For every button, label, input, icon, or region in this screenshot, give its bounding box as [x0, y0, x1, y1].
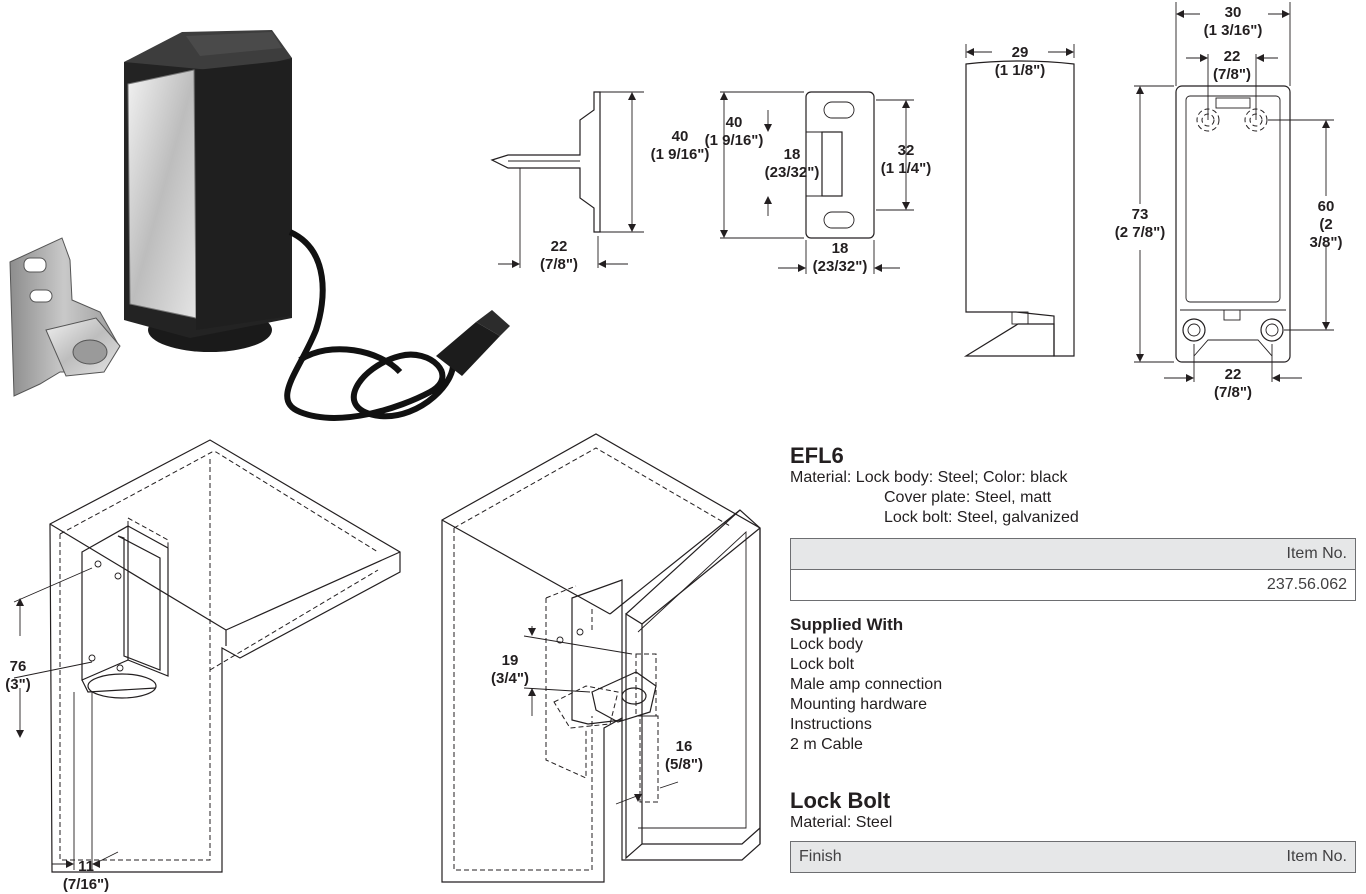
- product-info-panel: EFL6 Material: Lock body: Steel; Color: …: [790, 444, 1360, 873]
- table-header-cell: Item No.: [1036, 841, 1356, 873]
- product-photo: [9, 30, 510, 421]
- dim-door-offset-horizontal: 16(5/8"): [665, 738, 703, 773]
- dim-body-depth: 29(1 1/8"): [994, 44, 1046, 79]
- lock-bolt-photo: [9, 237, 121, 397]
- lock-bolt-table: Finish Item No.: [790, 841, 1356, 873]
- list-item: Instructions: [790, 716, 872, 733]
- table-header-cell: Finish: [790, 841, 1037, 873]
- list-item: Lock bolt: [790, 656, 855, 673]
- table-header-row: Item No.: [790, 538, 1356, 570]
- dim-install-height: 76(3"): [5, 658, 31, 693]
- dim-body-top-holes: 22(7/8"): [1213, 48, 1251, 83]
- bolt-front-view: [720, 91, 914, 274]
- dim-body-hole-spacing: 60(2 3/8"): [1309, 198, 1343, 251]
- list-item: Mounting hardware: [790, 696, 927, 713]
- product-material: Material: Lock body: Steel; Color: black…: [790, 468, 1360, 528]
- material-line: Material: Lock body: Steel; Color: black: [790, 469, 1068, 486]
- dim-body-height: 73(2 7/8"): [1114, 206, 1166, 241]
- table-header-cell: Item No.: [872, 538, 1356, 570]
- dim-bolt-width: 18(23/32"): [812, 240, 868, 275]
- dim-body-width: 30(1 3/16"): [1203, 4, 1263, 39]
- dim-bolt-hole-spacing: 32(1 1/4"): [880, 142, 932, 177]
- dim-bolt-side-depth: 22(7/8"): [540, 238, 578, 273]
- table-header-cell: [790, 538, 873, 570]
- list-item: Male amp connection: [790, 676, 943, 693]
- dim-install-offset: 11(7/16"): [62, 858, 110, 893]
- list-item: Lock body: [790, 636, 863, 653]
- install-view-right: [441, 433, 761, 883]
- product-title: EFL6: [790, 443, 844, 468]
- lock-bolt-title: Lock Bolt: [790, 788, 891, 813]
- supplied-with-title: Supplied With: [790, 615, 904, 634]
- cable-photo: [284, 229, 510, 421]
- product-table: Item No. 237.56.062: [790, 538, 1356, 601]
- table-header-row: Finish Item No.: [790, 841, 1356, 873]
- list-item: 2 m Cable: [790, 736, 863, 753]
- lock-body-photo: [124, 30, 292, 352]
- dim-bolt-slot: 18(23/32"): [764, 146, 820, 181]
- material-line: Cover plate: Steel, matt: [884, 489, 1052, 506]
- dim-bolt-side-height: 40(1 9/16"): [650, 128, 710, 163]
- dim-body-bottom-holes: 22(7/8"): [1214, 366, 1252, 401]
- dim-bolt-front-height: 40(1 9/16"): [704, 114, 764, 149]
- table-row: 237.56.062: [791, 570, 1356, 601]
- supplied-with-list: Lock body Lock bolt Male amp connection …: [790, 635, 1360, 755]
- item-number: 237.56.062: [1266, 576, 1347, 593]
- body-side-view: [963, 44, 1075, 357]
- table-cell: [791, 570, 873, 601]
- install-view-left: [13, 439, 401, 873]
- lock-bolt-material: Material: Steel: [790, 814, 893, 831]
- bolt-side-view: [490, 91, 644, 268]
- dim-door-offset-vertical: 19(3/4"): [491, 652, 529, 687]
- material-line: Lock bolt: Steel, galvanized: [884, 509, 1079, 526]
- body-front-view: [1134, 2, 1334, 382]
